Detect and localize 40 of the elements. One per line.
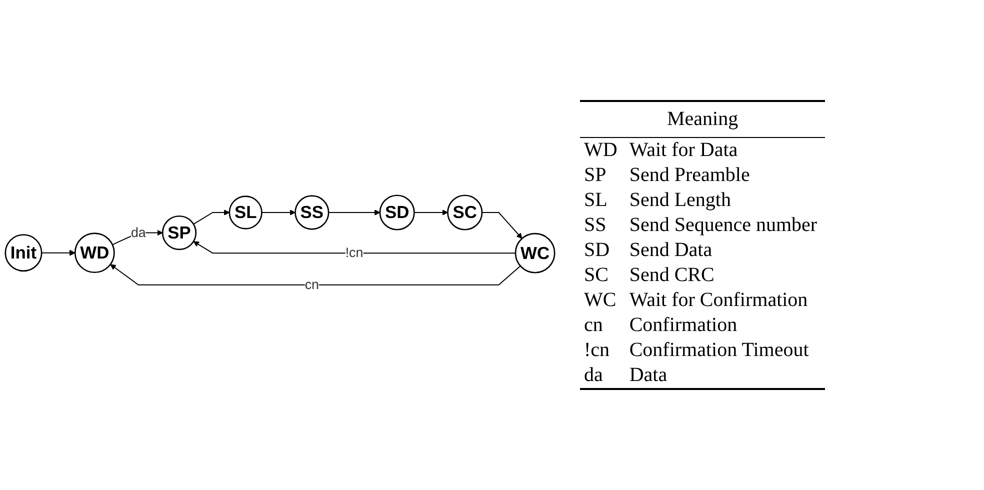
edge-label: cn	[304, 277, 319, 292]
arrow	[328, 209, 380, 216]
node-circle: WC	[514, 232, 556, 274]
meaning-cell-text: Send Length	[628, 188, 732, 213]
abbreviation-cell-text: SP	[583, 163, 608, 188]
meaning-cell-text: Send Sequence number	[628, 213, 818, 238]
edge-label: !cn	[345, 246, 364, 260]
meaning-cell-text: Send CRC	[628, 263, 716, 288]
abbreviation-cell-text: SS	[583, 213, 608, 238]
node-circle: SL	[228, 196, 262, 230]
node-circle: WD	[74, 232, 115, 273]
meaning-cell-text: Confirmation Timeout	[628, 338, 810, 363]
arrow	[482, 212, 522, 239]
meaning-cell-text: Wait for Confirmation	[628, 288, 809, 313]
meaning-cell-text: Confirmation	[628, 313, 738, 338]
node-circle: SD	[379, 194, 415, 230]
arrow	[414, 209, 448, 216]
arrow	[193, 209, 230, 224]
meaning-cell-text: Send Preamble	[628, 163, 751, 188]
abbreviation-cell-text: !cn	[583, 338, 611, 363]
arrow	[42, 250, 76, 256]
node-circle: SS	[294, 195, 330, 230]
node-circle: Init	[4, 234, 42, 272]
meaning-cell-text: Data	[628, 363, 668, 388]
abbreviation-cell-text: WC	[583, 288, 618, 313]
abbreviation-cell-text: cn	[583, 313, 604, 338]
table-header: Meaning	[580, 102, 826, 138]
meaning-cell: Wait for Data	[625, 138, 826, 163]
abbreviation-cell-text: SC	[583, 263, 610, 288]
arrow	[262, 209, 296, 216]
node-circle: SP	[162, 215, 197, 250]
abbreviation-cell-text: SL	[583, 188, 608, 213]
abbreviation-cell-text: SD	[583, 238, 611, 263]
abbreviation-cell-text: da	[583, 363, 604, 388]
meaning-cell-text: Send Data	[628, 238, 714, 263]
abbreviation-cell: WD	[580, 138, 626, 163]
arrow	[193, 241, 516, 254]
edge-label: da	[130, 225, 146, 240]
node-circle: SC	[447, 194, 483, 230]
arrow	[110, 264, 521, 286]
